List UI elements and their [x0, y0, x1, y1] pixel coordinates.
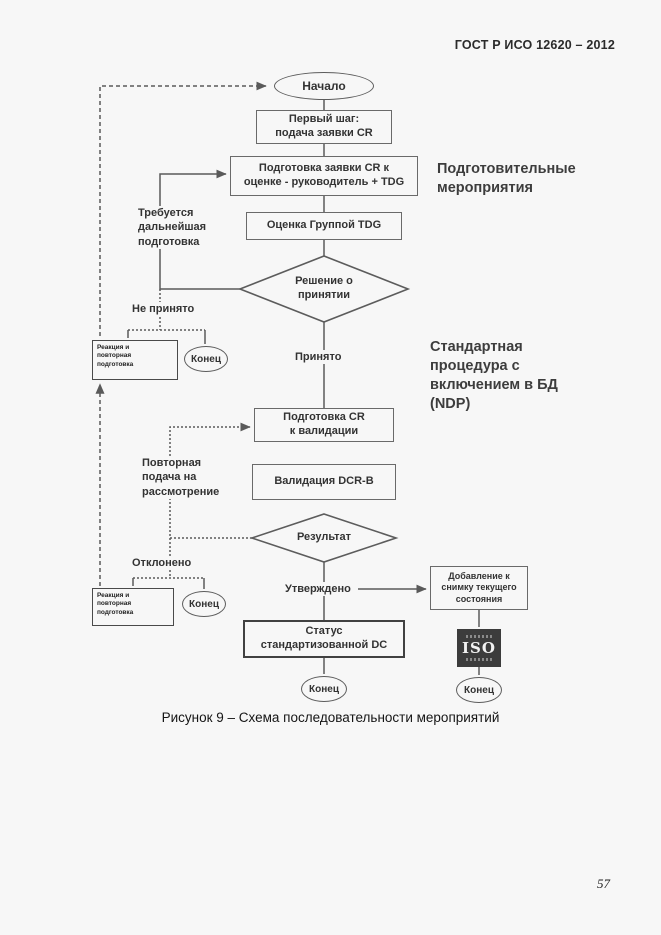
edge-label-rejected: Отклонено [130, 556, 194, 571]
reaction-box-2: Реакция и повторная подготовка [92, 588, 174, 626]
end-terminator-iso: Конец [456, 677, 502, 703]
iso-logo: ISO [457, 629, 501, 667]
end2-label: Конец [189, 598, 219, 610]
side-label-standard-procedure: Стандартная процедура с включением в БД … [430, 339, 558, 412]
start-terminator: Начало [274, 72, 374, 100]
prep-cr-box: Подготовка заявки CR к оценке - руководи… [230, 156, 418, 196]
end3-label: Конец [309, 683, 339, 695]
end-terminator-status: Конец [301, 676, 347, 702]
decision-accept-diamond [237, 255, 411, 323]
end4-label: Конец [464, 684, 494, 696]
end-terminator-1: Конец [184, 346, 228, 372]
iso-logo-text: ISO [462, 639, 496, 657]
edge-label-accepted: Принято [293, 350, 344, 365]
decision-result-diamond [249, 513, 399, 563]
snapshot-box: Добавление к снимку текущего состояния [430, 566, 528, 610]
doc-code-header: ГОСТ Р ИСО 12620 – 2012 [454, 38, 615, 52]
validation-box: Валидация DCR-B [252, 464, 396, 500]
edge-label-resubmit: Повторная подача на рассмотрение [140, 456, 222, 499]
prep-validation-box: Подготовка CR к валидации [254, 408, 394, 442]
edge-label-not-accepted: Не принято [130, 302, 197, 317]
end-terminator-2: Конец [182, 591, 226, 617]
tdg-eval-box: Оценка Группой TDG [246, 212, 402, 240]
first-step-box: Первый шаг: подача заявки CR [256, 110, 392, 144]
end1-label: Конец [191, 353, 221, 365]
iso-logo-topline [466, 635, 492, 638]
decision-accept-label: Решение о принятии [295, 275, 353, 301]
status-box: Статус стандартизованной DC [243, 620, 405, 658]
page-number: 57 [597, 876, 610, 891]
side-label-preparatory: Подготовительные мероприятия [437, 161, 576, 196]
reaction-box-1: Реакция и повторная подготовка [92, 340, 178, 380]
decision-result-label: Результат [296, 531, 352, 543]
start-label: Начало [302, 79, 346, 93]
figure-caption: Рисунок 9 – Схема последовательности мер… [161, 710, 500, 725]
edge-label-approved: Утверждено [283, 582, 353, 597]
iso-logo-bottomline [466, 658, 492, 661]
edge-label-further-prep: Требуется дальнейшая подготовка [136, 206, 209, 249]
